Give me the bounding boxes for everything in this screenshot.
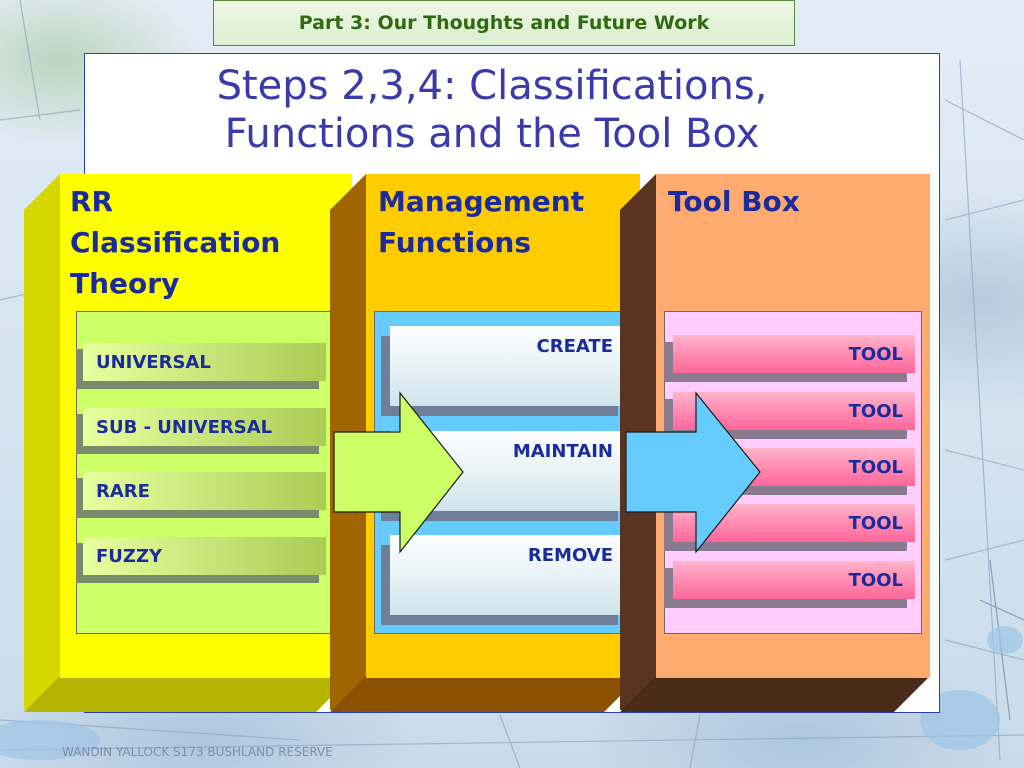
classification-heading-line-2: Classification xyxy=(70,226,281,259)
management-item-label: MAINTAIN xyxy=(390,431,625,511)
management-heading-line-2: Functions xyxy=(378,226,532,259)
toolbox-column-bottom xyxy=(620,676,930,712)
toolbox-item-label: TOOL xyxy=(673,504,915,542)
map-label: WANDIN YALLOCK S173 BUSHLAND RESERVE xyxy=(62,745,333,759)
management-item-label: REMOVE xyxy=(390,535,625,615)
classification-item-label: SUB - UNIVERSAL xyxy=(83,408,326,446)
toolbox-heading: Tool Box xyxy=(668,181,800,222)
classification-heading-line-3: Theory xyxy=(70,267,180,300)
toolbox-item-label: TOOL xyxy=(673,448,915,486)
section-header-text: Part 3: Our Thoughts and Future Work xyxy=(298,12,710,34)
management-column-bottom xyxy=(330,676,640,712)
management-item-label: CREATE xyxy=(390,326,625,406)
classification-heading: RR Classification Theory xyxy=(70,181,280,304)
classification-column-side xyxy=(24,174,60,710)
classification-item-label: UNIVERSAL xyxy=(83,343,326,381)
management-heading: Management Functions xyxy=(378,181,584,263)
toolbox-item-label: TOOL xyxy=(673,561,915,599)
slide-title-line-2: Functions and the Tool Box xyxy=(224,111,760,157)
toolbox-column-side xyxy=(620,174,656,710)
toolbox-item-label: TOOL xyxy=(673,392,915,430)
slide-title: Steps 2,3,4: Classifications, Functions … xyxy=(84,62,900,158)
classification-heading-line-1: RR xyxy=(70,185,114,218)
classification-item-label: RARE xyxy=(83,472,326,510)
management-column-side xyxy=(330,174,366,710)
slide-title-line-1: Steps 2,3,4: Classifications, xyxy=(216,63,768,109)
management-heading-line-1: Management xyxy=(378,185,585,218)
toolbox-heading-line-1: Tool Box xyxy=(668,185,800,218)
toolbox-item-label: TOOL xyxy=(673,335,915,373)
classification-column-bottom xyxy=(24,676,352,712)
classification-item-label: FUZZY xyxy=(83,537,326,575)
section-header: Part 3: Our Thoughts and Future Work xyxy=(213,0,795,46)
